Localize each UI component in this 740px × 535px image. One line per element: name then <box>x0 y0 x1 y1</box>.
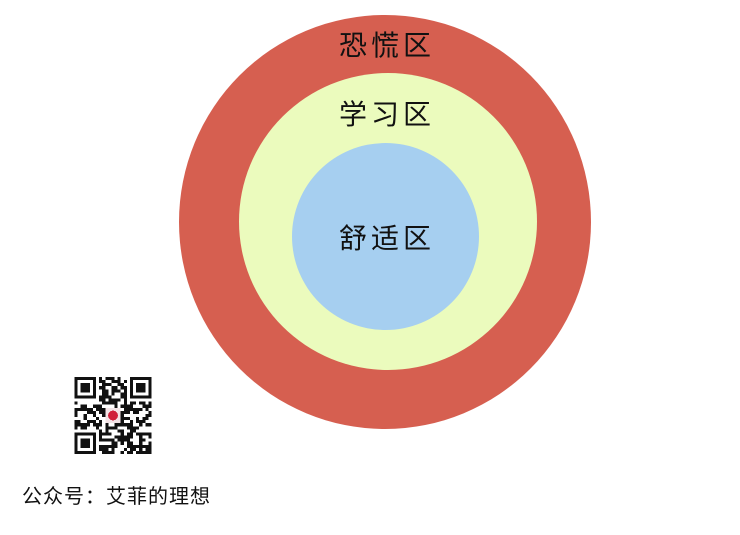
qr-code-icon <box>74 377 152 454</box>
qr-logo-icon <box>108 410 118 421</box>
account-caption: 公众号：艾菲的理想 <box>22 484 211 508</box>
comfort-zone-label: 舒适区 <box>338 222 436 255</box>
panic-zone-label: 恐慌区 <box>338 29 436 62</box>
learning-zone-label: 学习区 <box>338 98 436 131</box>
comfort-zone-circle <box>292 143 479 330</box>
